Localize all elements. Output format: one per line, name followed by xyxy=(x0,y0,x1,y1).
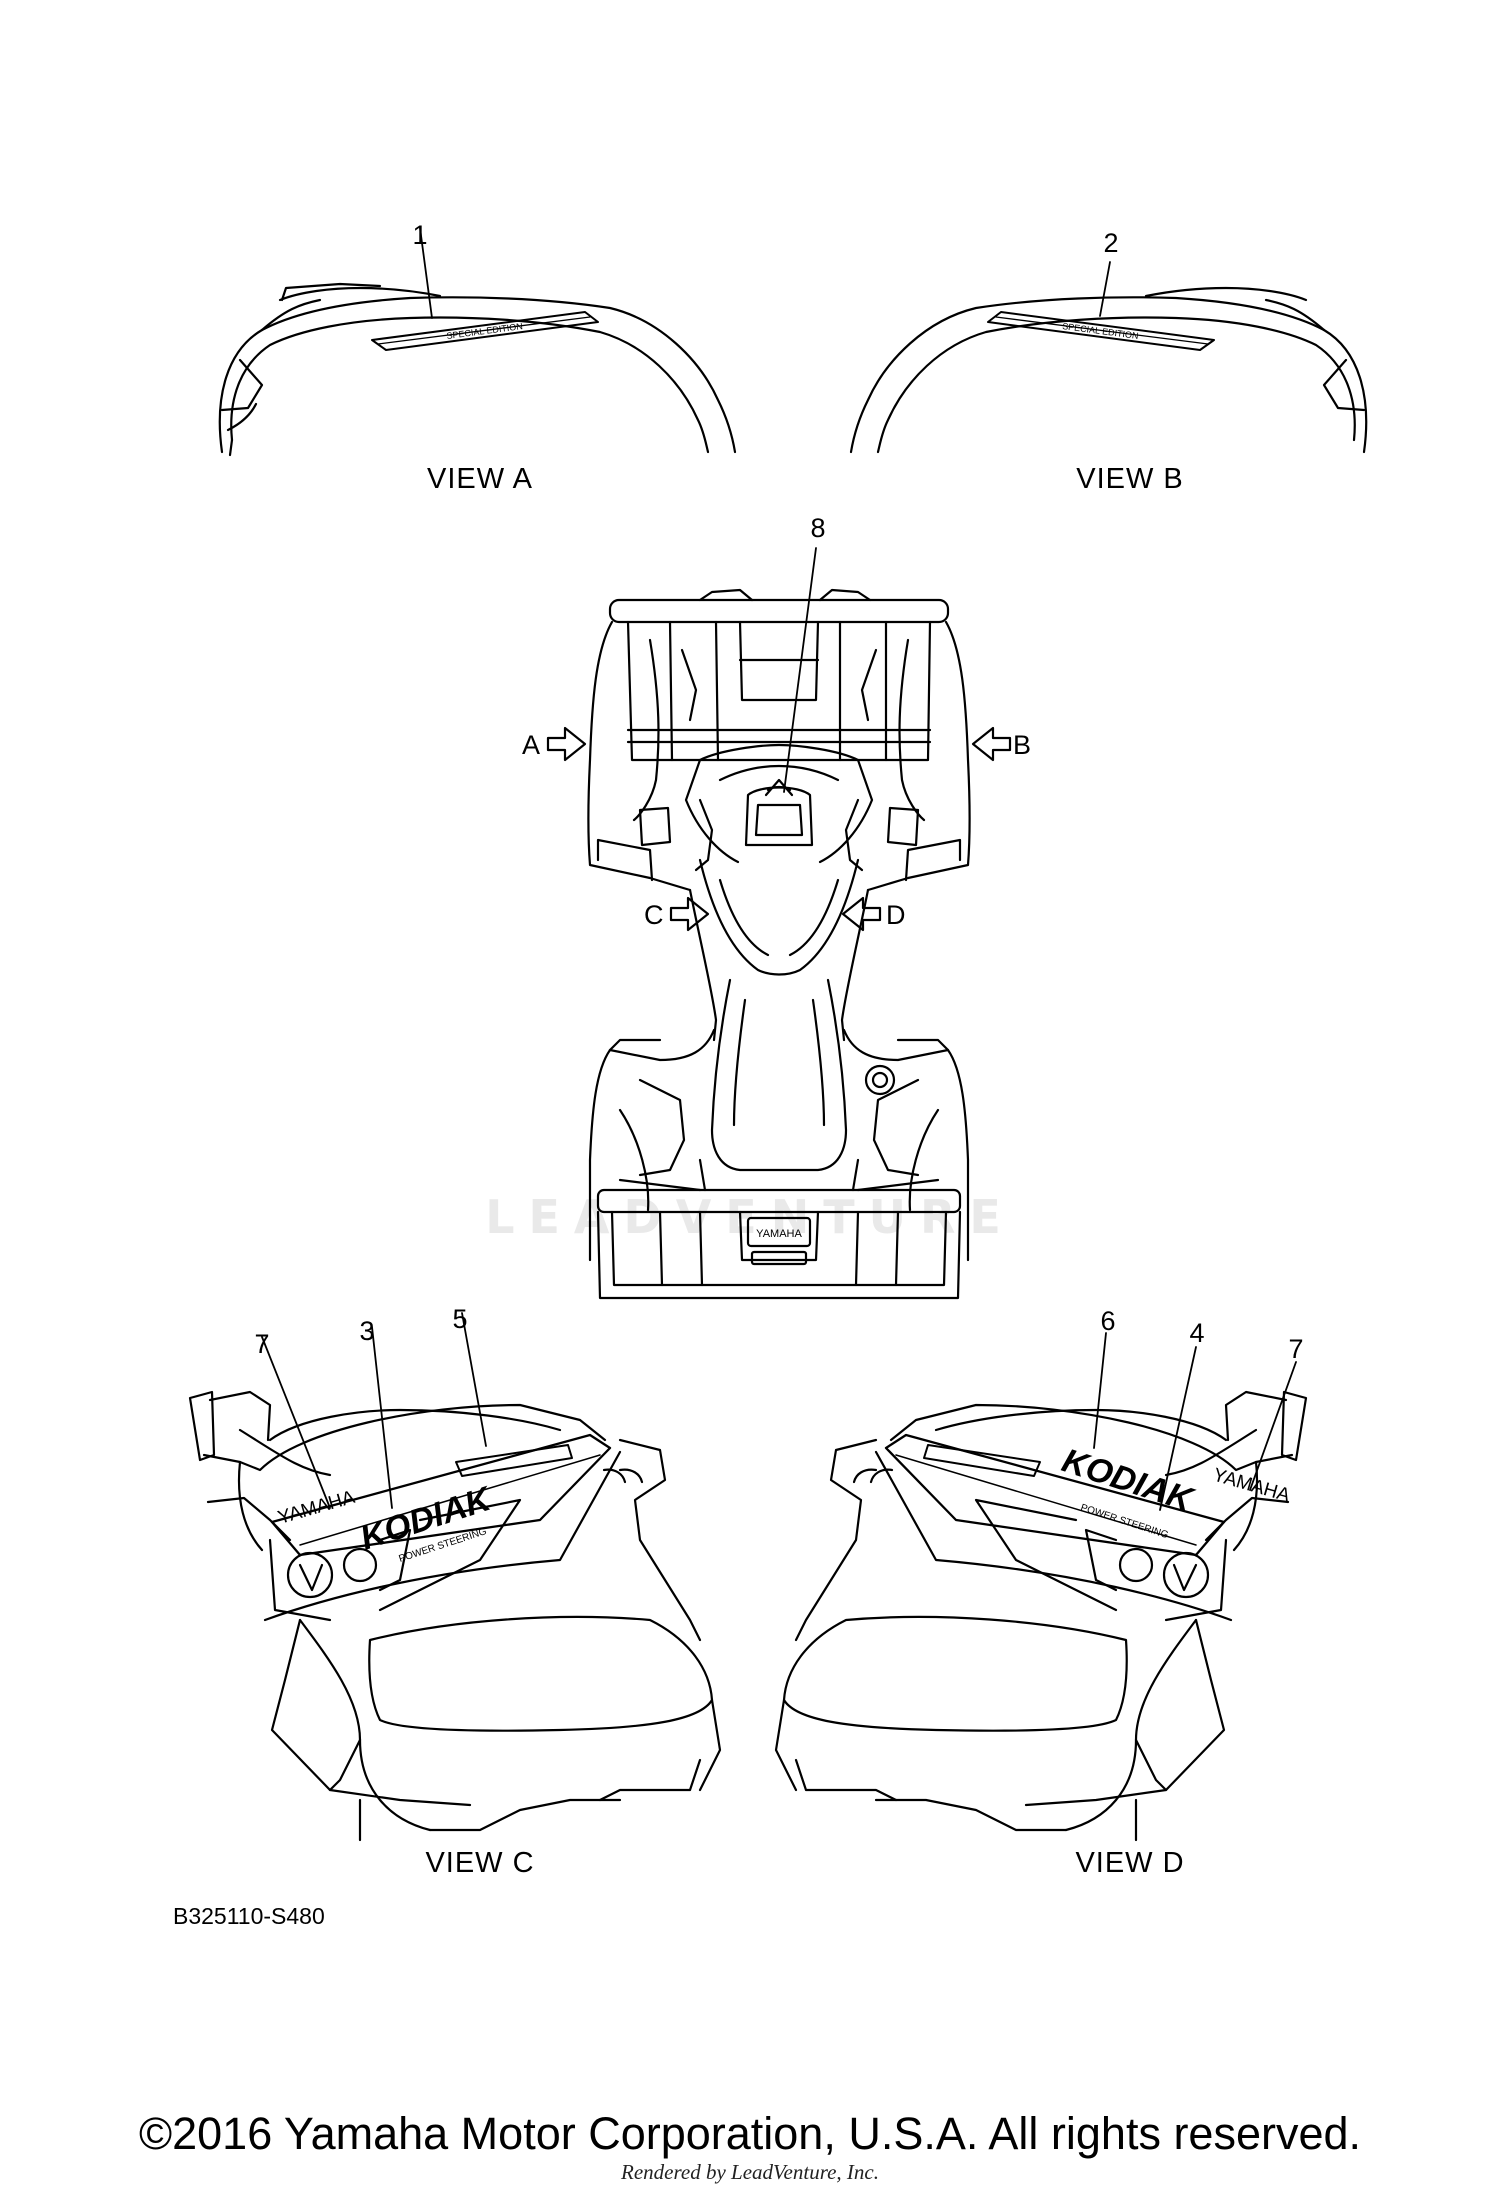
leader-line-4 xyxy=(1159,1346,1197,1511)
side-panel-view-c: KODIAK POWER STEERING YAMAHA xyxy=(188,1390,722,1842)
leader-line-7-right xyxy=(1249,1361,1297,1491)
callout-8: 8 xyxy=(810,513,825,543)
kodiak-text-right: KODIAK xyxy=(1058,1441,1200,1519)
special-edition-text-right: SPECIAL EDITION xyxy=(1062,321,1139,341)
leader-line-1 xyxy=(419,227,433,319)
copyright-notice: ©2016 Yamaha Motor Corporation, U.S.A. A… xyxy=(138,2108,1362,2159)
fender-view-b xyxy=(849,286,1368,454)
callout-2: 2 xyxy=(1103,228,1118,258)
view-d-label: VIEW D xyxy=(1075,1847,1184,1879)
arrow-c xyxy=(669,896,710,932)
leader-line-7-left xyxy=(261,1336,331,1509)
callout-4: 4 xyxy=(1189,1318,1204,1348)
direction-label-c: C xyxy=(644,900,664,930)
side-panel-view-d xyxy=(774,1390,1308,1842)
rear-rack-yamaha-text: YAMAHA xyxy=(756,1228,802,1240)
leader-line-6 xyxy=(1093,1332,1107,1449)
callout-7-right: 7 xyxy=(1288,1334,1303,1364)
callout-3: 3 xyxy=(359,1316,374,1346)
callout-5: 5 xyxy=(452,1304,467,1334)
parts-diagram: SPECIAL EDITION SPECIAL EDITION xyxy=(173,220,1368,1929)
arrow-b xyxy=(971,726,1012,762)
view-a-label: VIEW A xyxy=(427,463,533,495)
diagram-code: B325110-S480 xyxy=(173,1903,325,1929)
leadventure-watermark: LEADVENTURE xyxy=(485,1190,1015,1244)
leader-line-2 xyxy=(1099,261,1111,317)
view-c-label: VIEW C xyxy=(425,1847,534,1879)
view-b-label: VIEW B xyxy=(1076,463,1184,495)
direction-label-d: D xyxy=(886,900,906,930)
fender-view-a: SPECIAL EDITION xyxy=(218,282,737,457)
atv-top-view: YAMAHA xyxy=(587,588,971,1300)
leader-line-8 xyxy=(783,547,817,793)
direction-label-a: A xyxy=(522,730,540,760)
callout-6: 6 xyxy=(1100,1306,1115,1336)
leader-line-5 xyxy=(461,1312,487,1447)
direction-label-b: B xyxy=(1013,730,1031,760)
callout-1: 1 xyxy=(412,220,427,250)
arrow-a xyxy=(546,726,587,762)
yamaha-text-left: YAMAHA xyxy=(276,1487,358,1529)
leader-line-3 xyxy=(371,1326,393,1509)
special-edition-decal-left xyxy=(371,311,599,351)
callout-7-left: 7 xyxy=(254,1329,269,1359)
special-edition-decal-right xyxy=(987,311,1215,351)
arrow-d xyxy=(841,896,882,932)
special-edition-text-left: SPECIAL EDITION xyxy=(446,321,523,341)
rendered-by-notice: Rendered by LeadVenture, Inc. xyxy=(621,2160,879,2184)
